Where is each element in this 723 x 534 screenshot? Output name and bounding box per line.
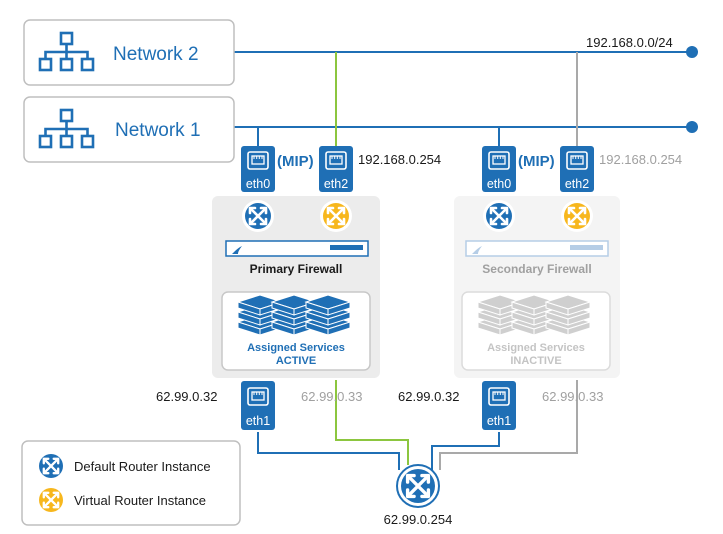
secondary-virtual-ip: 62.99.0.33 xyxy=(542,389,603,404)
primary-services-label: Assigned Services xyxy=(247,342,345,354)
legend-default-label: Default Router Instance xyxy=(74,459,211,474)
legend: Default Router Instance Virtual Router I… xyxy=(21,440,241,526)
default-router-icon xyxy=(483,200,515,232)
secondary-firewall: Secondary Firewall Assigned Services INA… xyxy=(454,196,620,378)
secondary-mip-label: (MIP) xyxy=(518,153,555,170)
virtual-router-icon xyxy=(320,200,352,232)
primary-virtual-ip: 62.99.0.33 xyxy=(301,389,362,404)
port-label: eth0 xyxy=(487,177,511,191)
secondary-services-state: INACTIVE xyxy=(510,355,561,367)
primary-services-state: ACTIVE xyxy=(276,355,316,367)
network2-line xyxy=(234,46,698,58)
default-router-icon xyxy=(242,200,274,232)
network-icon xyxy=(38,31,95,72)
secondary-virtual-link xyxy=(439,380,578,470)
primary-eth0-port: eth0 xyxy=(241,146,275,192)
legend-virtual-label: Virtual Router Instance xyxy=(74,493,206,508)
primary-eth1-link xyxy=(257,432,400,470)
secondary-services-label: Assigned Services xyxy=(487,342,585,354)
network1-label: Network 1 xyxy=(115,120,201,141)
network2-label: Network 2 xyxy=(113,44,199,65)
primary-eth2-port: eth2 xyxy=(319,146,353,192)
port-label: eth1 xyxy=(487,414,511,428)
secondary-eth2-port: eth2 xyxy=(560,146,594,192)
secondary-firewall-title: Secondary Firewall xyxy=(482,262,591,276)
server-stack-icon xyxy=(477,294,591,336)
gateway-router-icon xyxy=(396,464,440,508)
secondary-eth0-port: eth0 xyxy=(482,146,516,192)
network1-box: Network 1 xyxy=(23,96,235,163)
primary-firewall: Primary Firewall Assigned Services ACTIV… xyxy=(212,196,380,378)
gateway-ip: 62.99.0.254 xyxy=(384,512,453,527)
primary-eth1-port: eth1 xyxy=(241,381,275,430)
subnet-label: 192.168.0.0/24 xyxy=(586,35,673,50)
secondary-eth1-port: eth1 xyxy=(482,381,516,430)
port-label: eth2 xyxy=(324,177,348,191)
primary-virtual-link xyxy=(335,380,409,465)
firewall-appliance-icon xyxy=(225,240,369,257)
network-icon xyxy=(38,108,95,149)
port-label: eth0 xyxy=(246,177,270,191)
secondary-eth1-ip: 62.99.0.32 xyxy=(398,389,459,404)
primary-firewall-title: Primary Firewall xyxy=(250,262,343,276)
server-stack-icon xyxy=(237,294,351,336)
port-label: eth2 xyxy=(565,177,589,191)
network2-box: Network 2 xyxy=(23,19,235,86)
primary-eth2-ip: 192.168.0.254 xyxy=(358,152,441,167)
virtual-router-icon xyxy=(36,485,66,515)
network1-line xyxy=(234,121,698,133)
primary-mip-label: (MIP) xyxy=(277,153,314,170)
secondary-eth2-ip: 192.168.0.254 xyxy=(599,152,682,167)
port-label: eth1 xyxy=(246,414,270,428)
default-router-icon xyxy=(36,451,66,481)
secondary-eth1-link xyxy=(431,432,500,470)
firewall-appliance-icon xyxy=(465,240,609,257)
primary-eth1-ip: 62.99.0.32 xyxy=(156,389,217,404)
virtual-router-icon xyxy=(561,200,593,232)
